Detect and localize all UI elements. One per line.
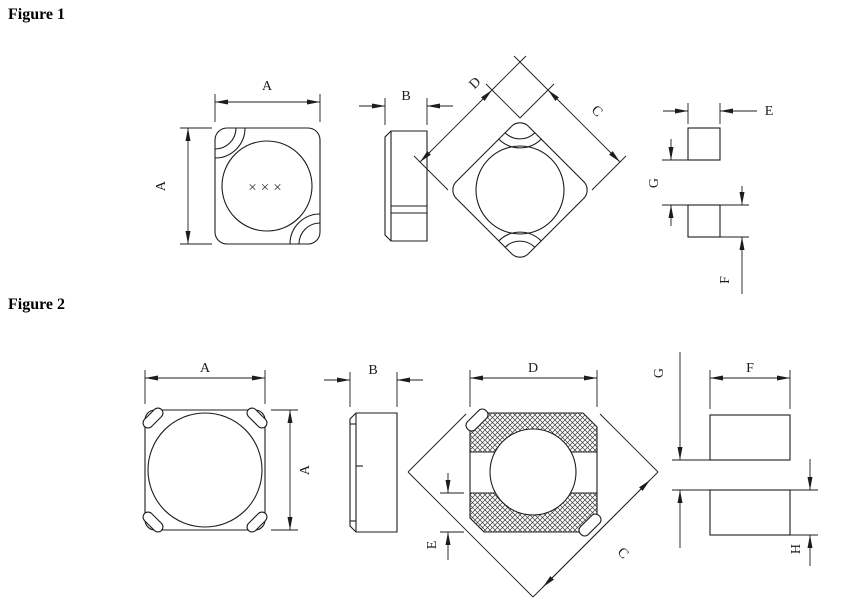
dim-label-a-right: A (298, 464, 313, 475)
figure1-side-view (384, 130, 428, 242)
figure2-land-pattern (709, 414, 791, 536)
figure1-dim-pad-g: G (647, 139, 688, 226)
dim-label-c: C (588, 103, 605, 120)
dim-label-a-left: A (154, 180, 169, 191)
corner-terminal (142, 407, 164, 429)
terminal-arc (214, 127, 237, 150)
dim-label-g: G (647, 178, 662, 188)
dim-label-a-top: A (262, 79, 273, 94)
figure1-front-view: ××× (214, 127, 321, 245)
figure2-side-view (349, 412, 398, 533)
inductor-body-outline (144, 409, 266, 531)
solder-pad (687, 204, 721, 238)
side-profile-outline (349, 412, 398, 533)
terminal-arc (289, 213, 321, 245)
terminal-arc (214, 127, 246, 159)
corner-terminal (246, 511, 268, 533)
figure2-front-view (142, 407, 268, 533)
figure2-title: Figure 2 (8, 296, 66, 313)
dim-label-d: D (467, 75, 485, 93)
solder-pad (709, 489, 791, 536)
figure1-dim-width: A (214, 79, 321, 122)
figure2-dim-pad-h: H (789, 459, 818, 566)
figure1-dim-d: D (413, 55, 527, 191)
figure1-dim-c: C (513, 55, 627, 191)
dim-label-f: F (746, 361, 754, 376)
dim-label-b: B (401, 89, 410, 104)
figure2-shielded-view (465, 408, 602, 537)
figure2-dim-pad-f: F (709, 361, 791, 409)
winding-circle (221, 140, 313, 232)
figure1-dim-pad-e: E (663, 103, 773, 124)
corner-terminal (246, 407, 268, 429)
figure2-dim-pad-g: G (652, 352, 710, 548)
dim-label-h: H (789, 544, 804, 554)
winding-circle (475, 145, 565, 235)
dim-label-d: D (528, 361, 538, 376)
dim-label-g: G (652, 368, 667, 378)
figure1-title: Figure 1 (8, 6, 66, 23)
corner-terminal (465, 408, 489, 432)
figure2-dim-front-width: D (469, 361, 598, 407)
part-marking: ××× (248, 180, 285, 196)
figure1-land-pattern (687, 127, 721, 238)
inductor-body-outline (214, 127, 321, 245)
dim-label-a-top: A (200, 361, 211, 376)
solder-pad (709, 414, 791, 461)
inductor-body-outline (452, 122, 588, 258)
figure2-dim-width: A (144, 361, 266, 404)
solder-pad (687, 127, 721, 161)
figure2-dim-height: A (271, 409, 313, 531)
figure1-rotated-view (452, 122, 588, 258)
winding-circle (489, 428, 577, 516)
figure1-dim-pad-f: F (718, 186, 749, 294)
dim-label-c: C (614, 545, 631, 562)
figure1-dim-height: A (154, 127, 212, 245)
terminal-arc (298, 222, 321, 245)
winding-circle (147, 412, 263, 528)
figure1-dim-thickness: B (359, 89, 453, 125)
corner-terminal (578, 513, 602, 537)
dim-label-e: E (425, 541, 440, 550)
figure2-dim-thickness: B (324, 363, 423, 407)
dim-label-e: E (765, 104, 774, 119)
dim-label-b: B (368, 363, 377, 378)
dim-label-f: F (718, 276, 733, 284)
figure2-dim-terminal-e: E (425, 473, 464, 560)
corner-terminal (142, 511, 164, 533)
